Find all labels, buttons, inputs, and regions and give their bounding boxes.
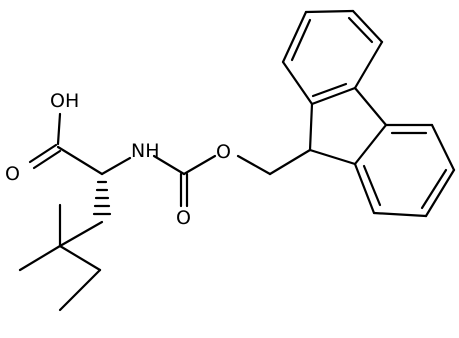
bond-lower-ring-1: [353, 123, 388, 166]
bond-lower-ring-6: [353, 162, 376, 215]
bond-upper-ring-4: [304, 9, 355, 14]
bond-lower-ring-inner-2: [420, 168, 448, 210]
bond-upper-ring-inner-3: [290, 18, 312, 62]
bond-acid-c-oh: [56, 112, 62, 146]
bond-carbamate-c-ester-o: [182, 154, 217, 176]
bond-upper-ring-inner-2: [347, 16, 374, 44]
atom-label-nh: NH: [131, 140, 160, 162]
bond-fluorenyl-c9-top: [308, 102, 314, 152]
atom-label-carbamate-carbonyl-o: O: [176, 207, 191, 229]
bond-fluorenyl-bridge: [353, 86, 388, 127]
bond-lower-ring-5: [372, 211, 428, 218]
bond-upper-ring-5: [281, 10, 308, 64]
bond-upper-ring-6: [281, 60, 314, 106]
bond-upper-ring-1: [310, 86, 357, 106]
atom-label-oh: OH: [50, 90, 79, 112]
bond-acid-c-o-double-b: [32, 149, 62, 170]
atom-label-ester-o: O: [216, 141, 231, 163]
bond-quat-methyl-left: [18, 244, 62, 272]
bond-upper-ring-3: [351, 9, 384, 44]
bond-upper-ring-inner-1: [311, 82, 348, 98]
bond-lower-ring-4: [424, 168, 456, 218]
bond-ethyl-ch3: [58, 268, 102, 312]
bond-ch2-fluorenyl: [268, 148, 312, 176]
bond-nh-carbonyl: [152, 154, 186, 176]
bond-acid-c-alpha: [56, 145, 104, 176]
bond-upper-ring-2: [353, 40, 384, 90]
bond-lower-ring-inner-3: [362, 164, 382, 207]
atom-label-acid-carbonyl-o: O: [5, 163, 20, 185]
bond-ester-o-ch2: [236, 154, 272, 176]
bond-lower-ring-3: [430, 123, 456, 172]
bond-acid-c-o-double-a: [28, 143, 58, 164]
bond-quat-ethyl-ch2: [58, 244, 102, 272]
bond-side-ch2-quat: [58, 220, 104, 248]
bond-alpha-nh: [100, 156, 132, 176]
bond-fluorenyl-c9-bottom: [308, 148, 357, 166]
